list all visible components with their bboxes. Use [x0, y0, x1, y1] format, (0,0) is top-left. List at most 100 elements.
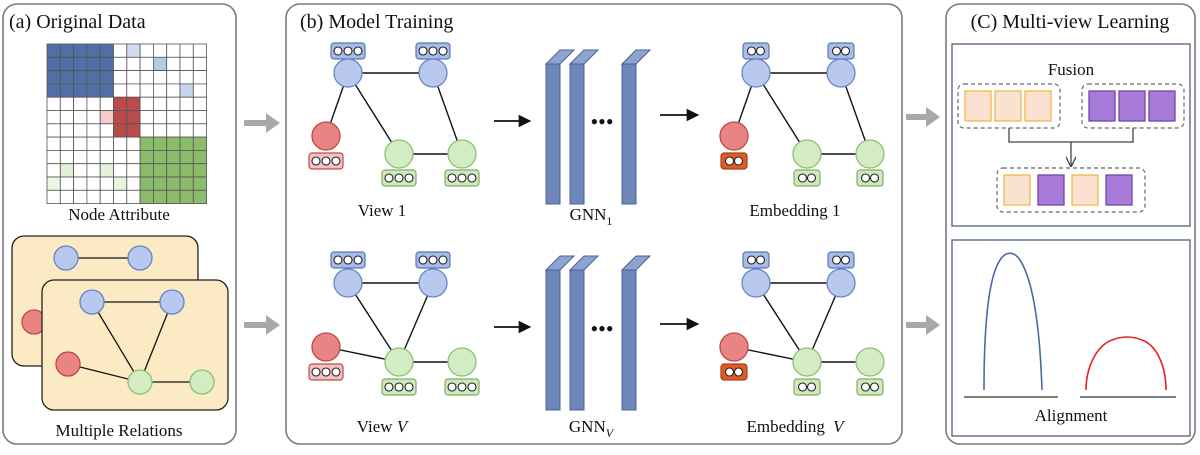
- matrix-cell: [86, 189, 101, 205]
- fusion-input-cells: [964, 90, 1176, 122]
- matrix-cell: [73, 123, 88, 138]
- fusion-cell-purple: [1037, 174, 1065, 206]
- matrix-cell: [139, 163, 154, 178]
- alignment-box: [951, 239, 1191, 437]
- matrix-cell: [139, 83, 154, 98]
- matrix-cell: [166, 43, 181, 58]
- tag-dot: [428, 255, 438, 265]
- view-v-prefix: View: [357, 417, 397, 436]
- matrix-cell: [86, 56, 101, 71]
- alignment-curve-red: [1085, 336, 1167, 391]
- matrix-cell: [46, 43, 61, 58]
- matrix-cell: [59, 123, 74, 138]
- matrix-cell: [59, 149, 74, 165]
- tag-dot: [797, 173, 808, 183]
- matrix-cell: [113, 176, 128, 191]
- matrix-cell: [192, 70, 208, 85]
- fusion-cell-peach: [1024, 90, 1052, 122]
- tag-dot: [797, 382, 808, 392]
- tag-dot: [447, 173, 457, 183]
- blue-node: [741, 268, 771, 298]
- matrix-cell: [113, 56, 128, 71]
- gnn-1-sub: 1: [606, 214, 612, 228]
- matrix-cell: [139, 136, 154, 151]
- tag-dot: [343, 46, 353, 56]
- matrix-cell: [59, 96, 74, 111]
- matrix-cell: [86, 123, 101, 138]
- matrix-cell: [166, 189, 181, 205]
- gnn-layer-front: [545, 269, 561, 411]
- gnn-v-text: GNN: [569, 417, 606, 436]
- matrix-cell: [139, 70, 154, 85]
- matrix-cell: [166, 176, 181, 191]
- matrix-cell: [99, 149, 114, 165]
- gnn-layer-front: [545, 63, 561, 205]
- multiple-relations-label: Multiple Relations: [55, 421, 182, 440]
- tag-dot: [311, 367, 321, 377]
- blue-node: [826, 58, 856, 88]
- matrix-cell: [113, 149, 128, 165]
- matrix-cell: [113, 43, 128, 58]
- matrix-cell: [113, 163, 128, 178]
- panel-b-title: (b) Model Training: [300, 11, 453, 33]
- gray-arrow-bottom: [244, 315, 280, 335]
- fusion-cell-purple: [1148, 90, 1176, 122]
- alignment-label: Alignment: [1035, 406, 1108, 425]
- tag-dot: [755, 46, 766, 56]
- tag-dot: [418, 255, 428, 265]
- tag-dot: [418, 46, 428, 56]
- matrix-cell: [152, 123, 168, 138]
- matrix-cell: [99, 136, 114, 151]
- matrix-cell: [46, 70, 61, 85]
- matrix-cell: [46, 149, 61, 165]
- gnn-1-ellipsis: •••: [590, 109, 613, 134]
- tag-dot: [840, 255, 851, 265]
- matrix-cell: [73, 43, 88, 58]
- matrix-cell: [73, 56, 88, 71]
- green-node: [855, 347, 885, 377]
- matrix-cell: [152, 70, 168, 85]
- matrix-cell: [179, 163, 194, 178]
- embedding-v-var: V: [833, 417, 846, 436]
- matrix-cell: [139, 96, 154, 111]
- green-node: [384, 347, 414, 377]
- matrix-cell: [166, 83, 181, 98]
- matrix-cell: [86, 110, 101, 125]
- fusion-cell-peach: [964, 90, 992, 122]
- matrix-cell: [179, 136, 194, 151]
- view-1-label: View 1: [358, 201, 407, 220]
- view-v-label: View V: [357, 417, 410, 436]
- matrix-cell: [179, 70, 194, 85]
- gnn-layer-top: [568, 255, 600, 271]
- tag-dot: [384, 382, 394, 392]
- matrix-cell: [86, 70, 101, 85]
- matrix-cell: [126, 43, 141, 58]
- tag-dot: [831, 46, 842, 56]
- matrix-cell: [73, 189, 88, 205]
- green-node: [384, 139, 414, 169]
- matrix-cell: [166, 110, 181, 125]
- tag-dot: [447, 382, 457, 392]
- tag-dot: [467, 382, 477, 392]
- matrix-cell: [86, 149, 101, 165]
- matrix-cell: [113, 189, 128, 205]
- gnn-layer-top: [620, 49, 652, 65]
- red-node: [719, 332, 749, 362]
- tag-dot: [724, 156, 735, 166]
- tag-dot: [467, 173, 477, 183]
- tag-dot: [869, 382, 880, 392]
- matrix-cell: [152, 83, 168, 98]
- blue-node: [826, 268, 856, 298]
- matrix-cell: [166, 70, 181, 85]
- matrix-cell: [126, 163, 141, 178]
- matrix-cell: [192, 43, 208, 58]
- panel-c-title: (C) Multi-view Learning: [971, 11, 1170, 33]
- gnn-layer-top: [544, 255, 576, 271]
- gnn-1-text: GNN: [570, 205, 607, 224]
- gnn-layer-top: [620, 255, 652, 271]
- fusion-label: Fusion: [1048, 60, 1095, 79]
- matrix-cell: [126, 83, 141, 98]
- tag-dot: [438, 255, 448, 265]
- matrix-cell: [166, 96, 181, 111]
